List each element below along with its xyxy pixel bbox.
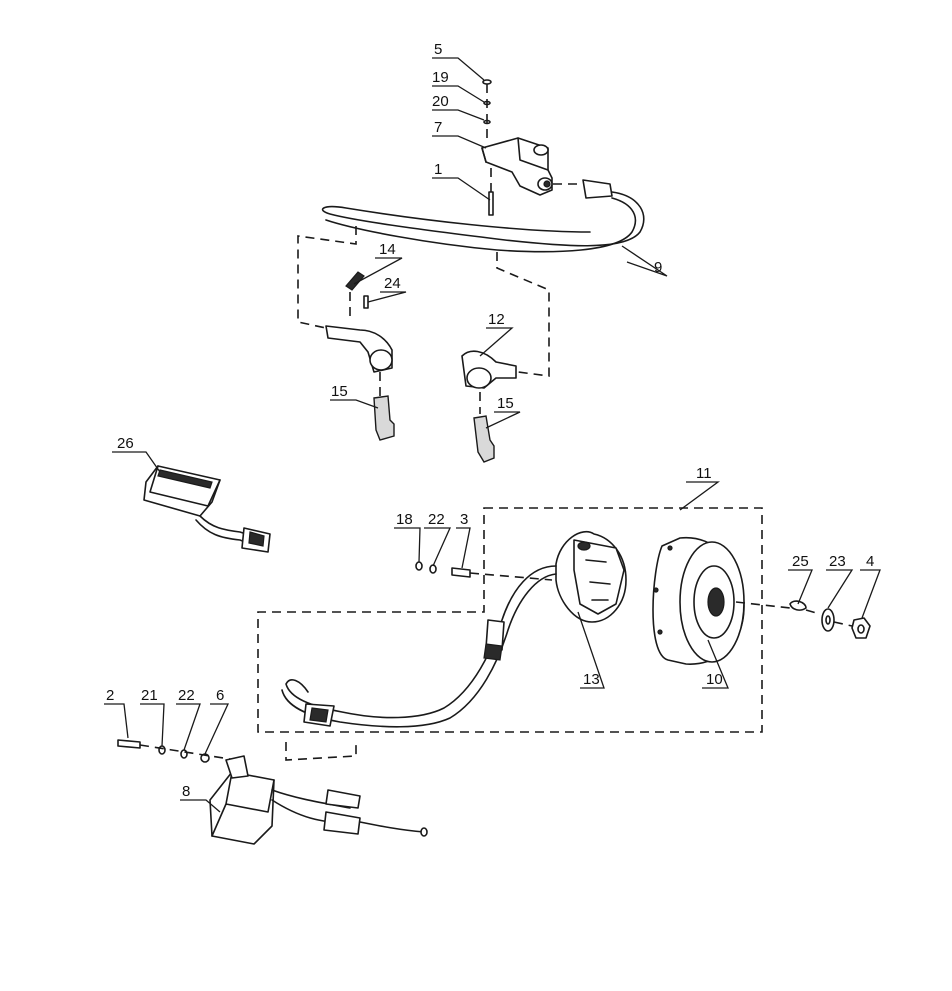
- part-25-key: [789, 600, 807, 611]
- callout-15-left: 15: [331, 383, 348, 400]
- part-5-nut: [482, 79, 492, 85]
- part-22-washer: [429, 564, 437, 574]
- part-10-flywheel: [652, 536, 745, 665]
- callout-leaders: [104, 57, 881, 813]
- part-9-hv-connector: [582, 179, 613, 199]
- flywheel-fasteners: [735, 600, 871, 639]
- callout-18: 18: [396, 511, 413, 528]
- part-2-bolt: [117, 739, 141, 749]
- part-15-spark-plug-left: [373, 395, 395, 441]
- part-8-regulator-rectifier: [117, 739, 428, 845]
- callout-22-upper: 22: [428, 511, 445, 528]
- part-13-stator: [555, 530, 627, 623]
- callout-1: 1: [434, 161, 442, 178]
- callout-26: 26: [117, 435, 134, 452]
- callout-12: 12: [488, 311, 505, 328]
- right-spark-plug-cap-group: [461, 350, 517, 463]
- part-18-washer: [415, 561, 423, 571]
- callout-22-lower: 22: [178, 687, 195, 704]
- callout-7: 7: [434, 119, 442, 136]
- callout-9: 9: [654, 259, 662, 276]
- left-spark-plug-cap-group: [325, 271, 395, 441]
- part-24-pin: [363, 295, 369, 309]
- callout-23: 23: [829, 553, 846, 570]
- part-11-kit-outline: [257, 507, 763, 733]
- callout-15-right: 15: [497, 395, 514, 412]
- callout-4: 4: [866, 553, 874, 570]
- callout-24: 24: [384, 275, 401, 292]
- part-9-ignition-cable: [297, 191, 645, 377]
- callout-8: 8: [182, 783, 190, 800]
- callout-10: 10: [706, 671, 723, 688]
- part-14-clip: [345, 271, 365, 291]
- part-3-screw: [451, 567, 471, 578]
- callout-14: 14: [379, 241, 396, 258]
- part-22-washer-lower: [180, 749, 188, 759]
- callout-11: 11: [696, 465, 712, 482]
- part-1-bolt: [488, 191, 494, 216]
- ignition-coil-group: [481, 79, 613, 216]
- callout-21: 21: [141, 687, 158, 704]
- callout-19: 19: [432, 69, 449, 86]
- callout-6: 6: [216, 687, 224, 704]
- callout-labels: 5 19 20 7 1 14 24 15 12 15 9 26 11 18 22…: [106, 41, 874, 800]
- callout-25: 25: [792, 553, 809, 570]
- stator-wire-harness: [281, 565, 557, 728]
- callout-5: 5: [434, 41, 442, 58]
- callout-3: 3: [460, 511, 468, 528]
- part-26-cdi-unit: [143, 465, 271, 553]
- callout-13: 13: [583, 671, 600, 688]
- callout-20: 20: [432, 93, 449, 110]
- callout-2: 2: [106, 687, 114, 704]
- part-15-spark-plug-right: [473, 415, 495, 463]
- part-21-washer: [158, 745, 166, 755]
